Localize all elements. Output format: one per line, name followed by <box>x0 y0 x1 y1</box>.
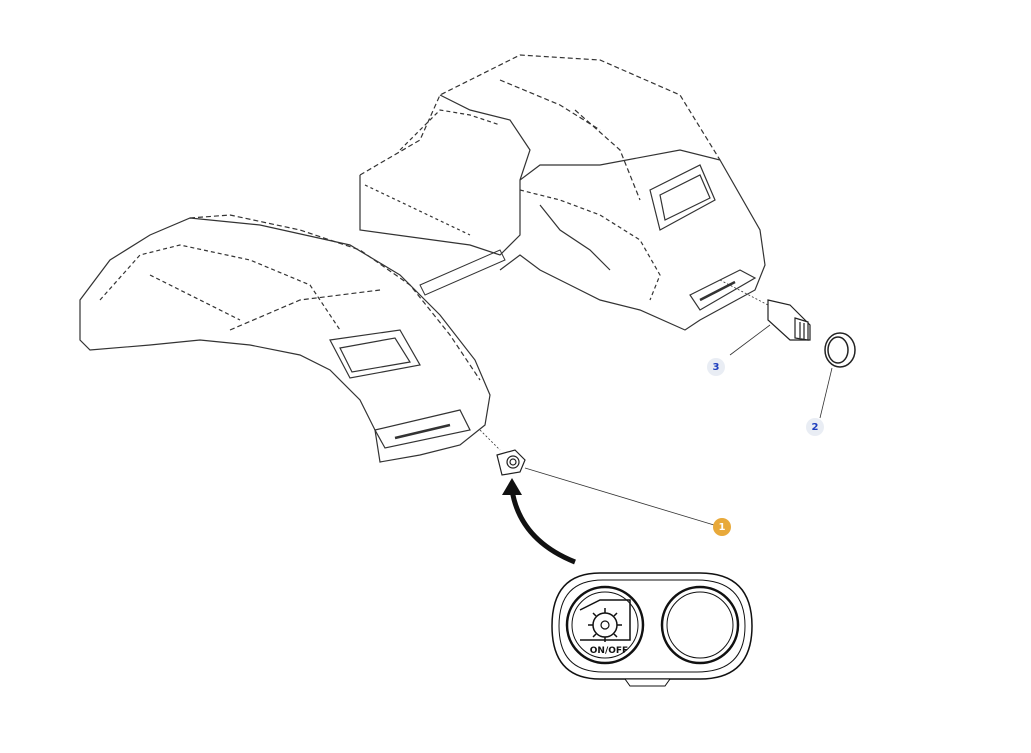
left-fender <box>79 214 491 463</box>
cap-part <box>824 332 856 368</box>
callout-1[interactable]: 1 <box>713 518 731 536</box>
right-fender <box>359 54 766 331</box>
callout-2[interactable]: 2 <box>806 418 824 436</box>
detail-arrow <box>502 478 576 565</box>
callout-2-label: 2 <box>811 421 819 433</box>
callout-3-label: 3 <box>712 361 720 373</box>
connector-part <box>767 299 811 341</box>
leader-lines <box>479 279 833 526</box>
switch-detail: ON/OFF <box>551 572 753 687</box>
switch-label: ON/OFF <box>590 646 628 656</box>
callout-3[interactable]: 3 <box>707 358 725 376</box>
switch-part <box>496 449 526 476</box>
center-bar <box>419 249 506 296</box>
callout-1-label: 1 <box>718 521 726 533</box>
